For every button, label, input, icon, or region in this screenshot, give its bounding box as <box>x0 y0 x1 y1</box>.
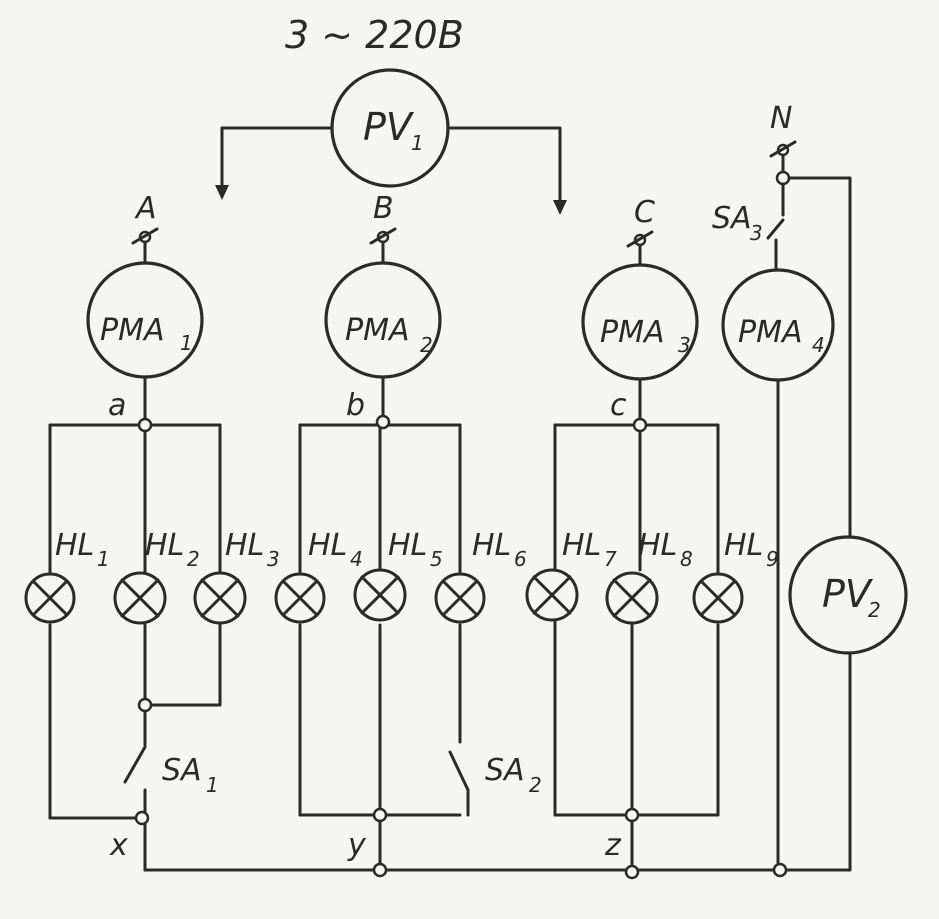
node-c-label: c <box>610 388 627 423</box>
hl7-label: HL <box>562 528 601 563</box>
hl5-label: HL <box>388 528 427 563</box>
hl2-sub: 2 <box>187 547 200 571</box>
arrow-left-icon <box>215 185 229 200</box>
sa3-label: SA <box>712 201 752 236</box>
hl7-sub: 7 <box>604 547 617 571</box>
node-x <box>134 810 150 826</box>
node-a <box>137 417 153 433</box>
terminal-a <box>131 227 159 264</box>
node-z-label: z <box>604 828 622 863</box>
pma1-sub: 1 <box>180 331 193 355</box>
hl2-label: HL <box>145 528 184 563</box>
lamp-hl4 <box>274 572 326 624</box>
hl4-sub: 4 <box>350 547 363 571</box>
hl9-sub: 9 <box>766 547 779 571</box>
sa1-sub: 1 <box>206 773 219 797</box>
hl8-sub: 8 <box>680 547 693 571</box>
supply-label: 3 ~ 220B <box>285 13 464 57</box>
lamp-hl2 <box>113 571 167 625</box>
node-b <box>375 414 391 430</box>
voltmeter-pv1 <box>330 68 450 188</box>
node-x-label: x <box>109 828 128 863</box>
pma2-sub: 2 <box>420 333 433 357</box>
terminal-c-label: C <box>634 195 655 230</box>
terminal-a-label: A <box>134 191 157 226</box>
sa2-label: SA <box>485 753 525 788</box>
hl4-label: HL <box>308 528 347 563</box>
pv2-label: PV <box>822 572 874 616</box>
node-b-label: b <box>346 388 365 423</box>
node-z <box>624 807 640 823</box>
sa2-sub: 2 <box>529 773 542 797</box>
pma4-label: PMA <box>738 315 803 350</box>
terminal-n-label: N <box>770 101 792 136</box>
terminal-c <box>626 230 654 267</box>
terminal-n <box>766 140 852 872</box>
lamp-hl7 <box>525 568 579 622</box>
pma3-sub: 3 <box>678 333 691 357</box>
pma2-label: PMA <box>345 313 410 348</box>
lamp-hl8 <box>605 571 659 625</box>
hl1-label: HL <box>55 528 94 563</box>
lamp-hl6 <box>434 572 486 624</box>
hl3-sub: 3 <box>267 547 280 571</box>
hl5-sub: 5 <box>430 547 443 571</box>
sa3-sub: 3 <box>750 221 763 245</box>
hl3-label: HL <box>225 528 264 563</box>
terminal-b-label: B <box>373 191 394 226</box>
sa1-label: SA <box>162 753 202 788</box>
pv1-lead-left <box>220 126 332 197</box>
arrow-right-icon <box>553 200 567 215</box>
pv1-label: PV <box>363 105 415 149</box>
terminal-b <box>369 227 397 264</box>
node-a-label: a <box>108 388 126 423</box>
hl8-label: HL <box>638 528 677 563</box>
pma3-label: PMA <box>600 315 665 350</box>
pv1-sub: 1 <box>411 131 424 155</box>
lamp-hl5 <box>353 568 407 622</box>
voltmeter-pv2 <box>788 535 908 655</box>
pma4-sub: 4 <box>812 333 825 357</box>
lamp-hl9 <box>692 572 744 624</box>
pv2-sub: 2 <box>868 598 881 622</box>
hl6-sub: 6 <box>514 547 527 571</box>
lamp-hl3 <box>193 571 247 625</box>
hl6-label: HL <box>472 528 511 563</box>
hl1-sub: 1 <box>97 547 110 571</box>
node-c <box>632 417 648 433</box>
pv1-lead-right <box>446 126 562 212</box>
node-y <box>372 807 388 823</box>
lamp-hl1 <box>24 572 76 624</box>
pma1-label: PMA <box>100 313 165 348</box>
node-y-label: y <box>347 828 367 863</box>
hl9-label: HL <box>724 528 763 563</box>
